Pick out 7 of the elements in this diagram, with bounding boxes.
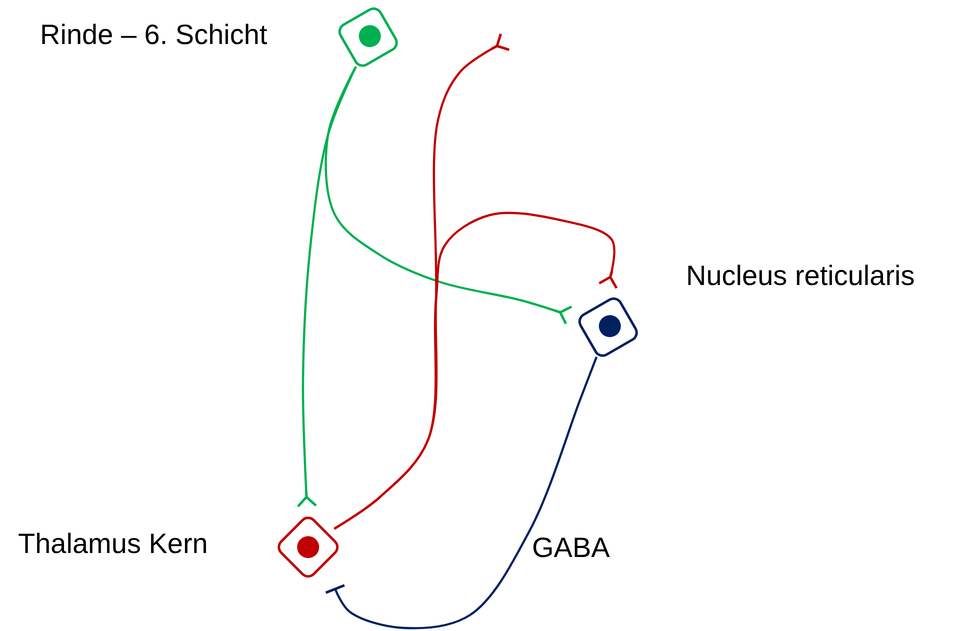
neuron-label: Nucleus reticularis [686, 259, 915, 293]
axon-connector [324, 66, 573, 325]
axon-connector [296, 66, 357, 508]
axon-connector [324, 356, 598, 630]
neuron-label: Thalamus Kern [18, 527, 208, 561]
axon-connector [334, 212, 618, 530]
neuron-label: Rinde – 6. Schicht [40, 18, 268, 52]
